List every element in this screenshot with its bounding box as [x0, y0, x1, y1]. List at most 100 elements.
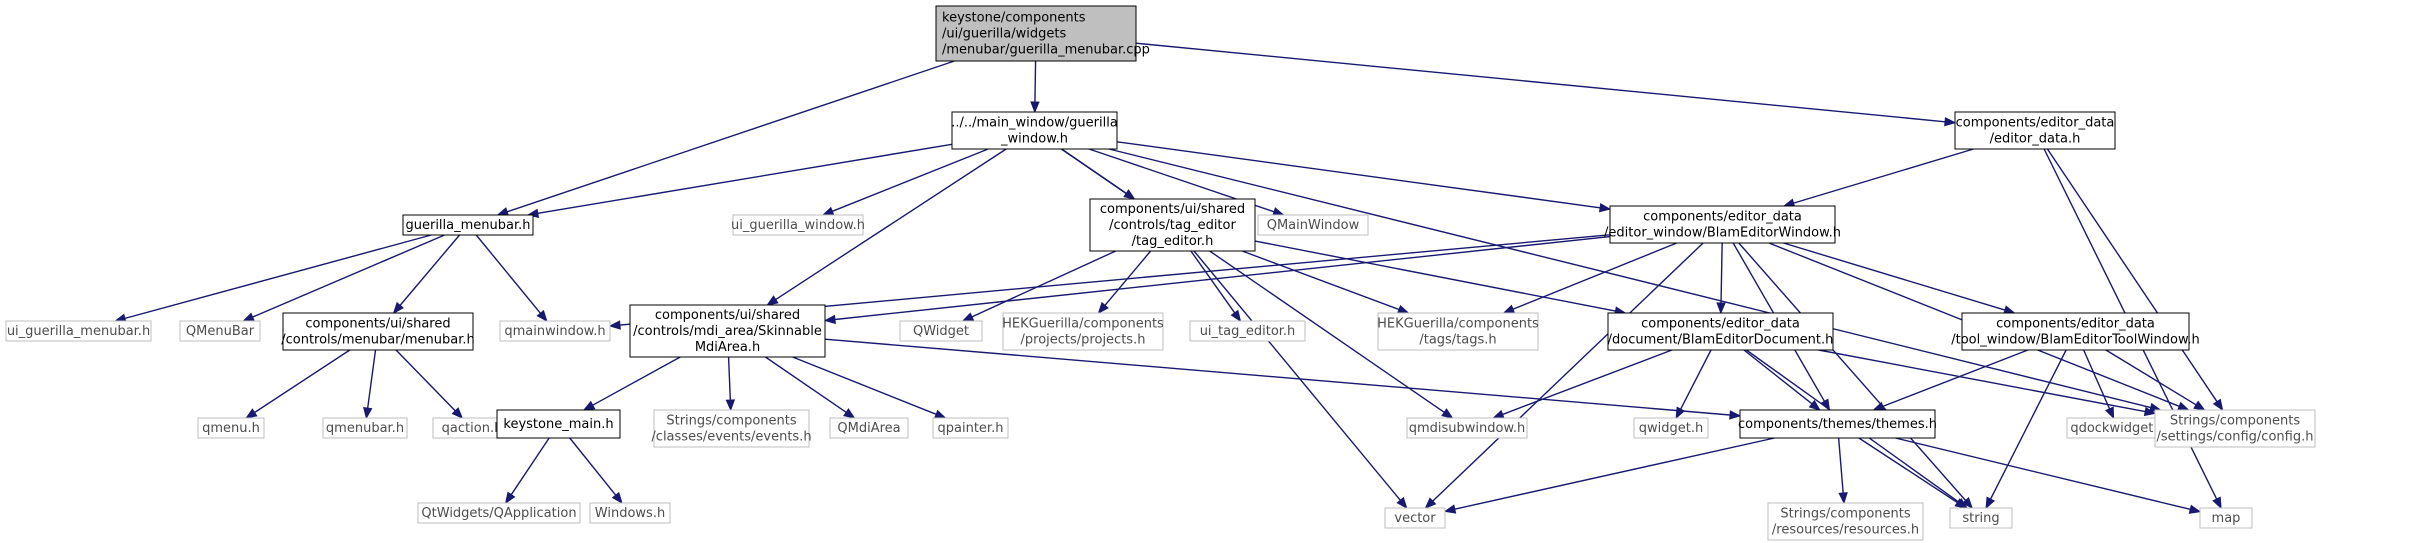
edge-guerilla_window-to-ui_guerilla_window	[821, 148, 989, 216]
node-qwidget-h: qwidget.h	[1633, 417, 1709, 439]
edge-arrowhead	[1954, 498, 1967, 509]
edge-line	[399, 234, 461, 306]
node-label: components/ui/shared	[1100, 202, 1245, 217]
edge-line	[592, 356, 681, 406]
edge-arrowhead	[2212, 398, 2224, 412]
node-label: qdockwidget.h	[2070, 421, 2165, 436]
edge-guerilla_menubar_h-to-ui_guerilla_menubar	[113, 234, 432, 323]
node-box	[1406, 417, 1528, 439]
node-themes-h[interactable]: components/themes/themes.h	[1738, 409, 1937, 439]
edge-guerilla_window-to-skinnable_mdi	[766, 148, 1007, 306]
edge-arrowhead	[363, 406, 373, 420]
edge-blam_editor_tool_window-to-config_h	[2105, 349, 2206, 411]
edge-arrowhead	[242, 312, 255, 322]
edge-tag_editor-to-ui_tag_editor	[1190, 250, 1242, 323]
node-label: HEKGuerilla/components	[1377, 317, 1539, 332]
edge-line	[252, 234, 445, 318]
node-box	[179, 320, 261, 342]
node-label: qmainwindow.h	[504, 324, 605, 339]
node-label: /controls/tag_editor	[1109, 218, 1236, 233]
node-editor-data[interactable]: components/editor_data/editor_data.h	[1954, 111, 2116, 150]
edge-arrowhead	[2188, 504, 2202, 514]
node-label: components/editor_data	[1956, 116, 2115, 131]
edge-line	[1895, 437, 2191, 511]
node-qmainwindow-cap: QMainWindow	[1257, 214, 1369, 236]
edge-blam_editor_window-to-vector	[1424, 242, 1704, 509]
edge-skinnable_mdi-to-themes_h	[824, 338, 1742, 420]
node-label: QMenuBar	[186, 324, 255, 339]
edge-arrowhead	[1944, 117, 1957, 127]
node-label: qpainter.h	[938, 421, 1004, 436]
edge-line	[1034, 60, 1037, 103]
node-guerilla-window[interactable]: ../../main_window/guerilla_window.h	[951, 111, 1118, 150]
edge-line	[2083, 349, 2111, 410]
node-label: guerilla_menubar.h	[405, 218, 530, 233]
edge-themes_h-to-vector	[1443, 437, 1775, 514]
edge-arrowhead	[1396, 304, 1410, 314]
node-config-h: Strings/components/settings/config/confi…	[2154, 409, 2316, 448]
edge-root-to-guerilla_window	[1030, 60, 1040, 114]
node-box	[1633, 417, 1709, 439]
node-box	[2154, 409, 2316, 448]
edge-arrowhead	[2143, 406, 2157, 417]
edge-arrowhead	[1716, 302, 1726, 315]
edge-arrowhead	[1598, 203, 1612, 213]
node-label: ui_guerilla_window.h	[731, 218, 865, 233]
edge-root-to-guerilla_menubar_h	[496, 60, 955, 217]
edge-keystone_main-to-windows_h	[569, 437, 623, 505]
edge-blam_editor_tool_window-to-string	[1985, 349, 2067, 510]
edge-arrowhead	[1492, 409, 1505, 419]
edge-line	[792, 356, 937, 415]
node-ui-guerilla-window: ui_guerilla_window.h	[731, 214, 865, 236]
node-box	[322, 417, 408, 439]
node-label: /editor_window/BlamEditorWindow.h	[1604, 226, 1841, 241]
edge-line	[1720, 242, 1723, 304]
node-box	[1089, 198, 1256, 252]
edge-blam_editor_document-to-qwidget_h	[1675, 349, 1712, 420]
edge-guerilla_window-to-config_h	[1108, 148, 2162, 413]
node-box	[899, 320, 983, 342]
edge-guerilla_menubar_h-to-menubar_h	[392, 234, 461, 315]
node-guerilla-menubar-h[interactable]: guerilla_menubar.h	[402, 214, 534, 236]
node-box	[1002, 312, 1164, 351]
node-qmenu-h: qmenu.h	[197, 417, 265, 439]
node-tag-editor[interactable]: components/ui/shared/controls/tag_editor…	[1089, 198, 1256, 252]
node-box	[1257, 214, 1369, 236]
edge-line	[395, 349, 456, 412]
node-label: /tag_editor.h	[1132, 234, 1214, 249]
node-label: qmenubar.h	[326, 421, 404, 436]
edge-line	[1116, 141, 1601, 209]
node-box	[1607, 312, 1834, 351]
edge-arrowhead	[933, 409, 947, 419]
edge-line	[765, 356, 847, 413]
edge-arrowhead	[1030, 101, 1040, 114]
node-label: Windows.h	[595, 506, 665, 521]
edge-guerilla_window-to-blam_editor_window	[1116, 141, 1612, 213]
node-blam-editor-document[interactable]: components/editor_data/document/BlamEdit…	[1607, 312, 1834, 351]
edge-arrowhead	[611, 491, 623, 505]
edge-line	[1882, 349, 2029, 408]
edge-line	[510, 437, 550, 496]
node-label: QMdiArea	[837, 421, 900, 436]
node-keystone-main[interactable]: keystone_main.h	[496, 409, 621, 439]
edge-line	[1135, 42, 1946, 123]
node-label: components/ui/shared	[305, 317, 450, 332]
node-skinnable-mdi[interactable]: components/ui/shared/controls/mdi_area/S…	[629, 304, 826, 358]
edge-line	[1858, 437, 1958, 504]
edge-arrowhead	[1441, 408, 1454, 419]
node-label: string	[1962, 511, 1999, 526]
node-box	[932, 417, 1009, 439]
edge-arrowhead	[2105, 406, 2115, 420]
node-menubar-h[interactable]: components/ui/shared/controls/menubar/me…	[281, 312, 475, 351]
node-tags-h: HEKGuerilla/components/tags/tags.h	[1377, 312, 1539, 351]
edges-layer	[113, 42, 2224, 514]
edge-arrowhead	[1872, 401, 1886, 411]
node-root[interactable]: keystone/components/ui/guerilla/widgets/…	[935, 5, 1150, 62]
edge-guerilla_window-to-qmdisubwindow_h	[1060, 148, 1454, 419]
edge-arrowhead	[961, 312, 975, 322]
edge-arrowhead	[1424, 497, 1437, 509]
edge-themes_h-to-resources_h	[1837, 437, 1848, 505]
node-blam-editor-tool-window[interactable]: components/editor_data/tool_window/BlamE…	[1951, 312, 2200, 351]
node-qpainter-h: qpainter.h	[932, 417, 1009, 439]
node-blam-editor-window[interactable]: components/editor_data/editor_window/Bla…	[1604, 205, 1841, 244]
